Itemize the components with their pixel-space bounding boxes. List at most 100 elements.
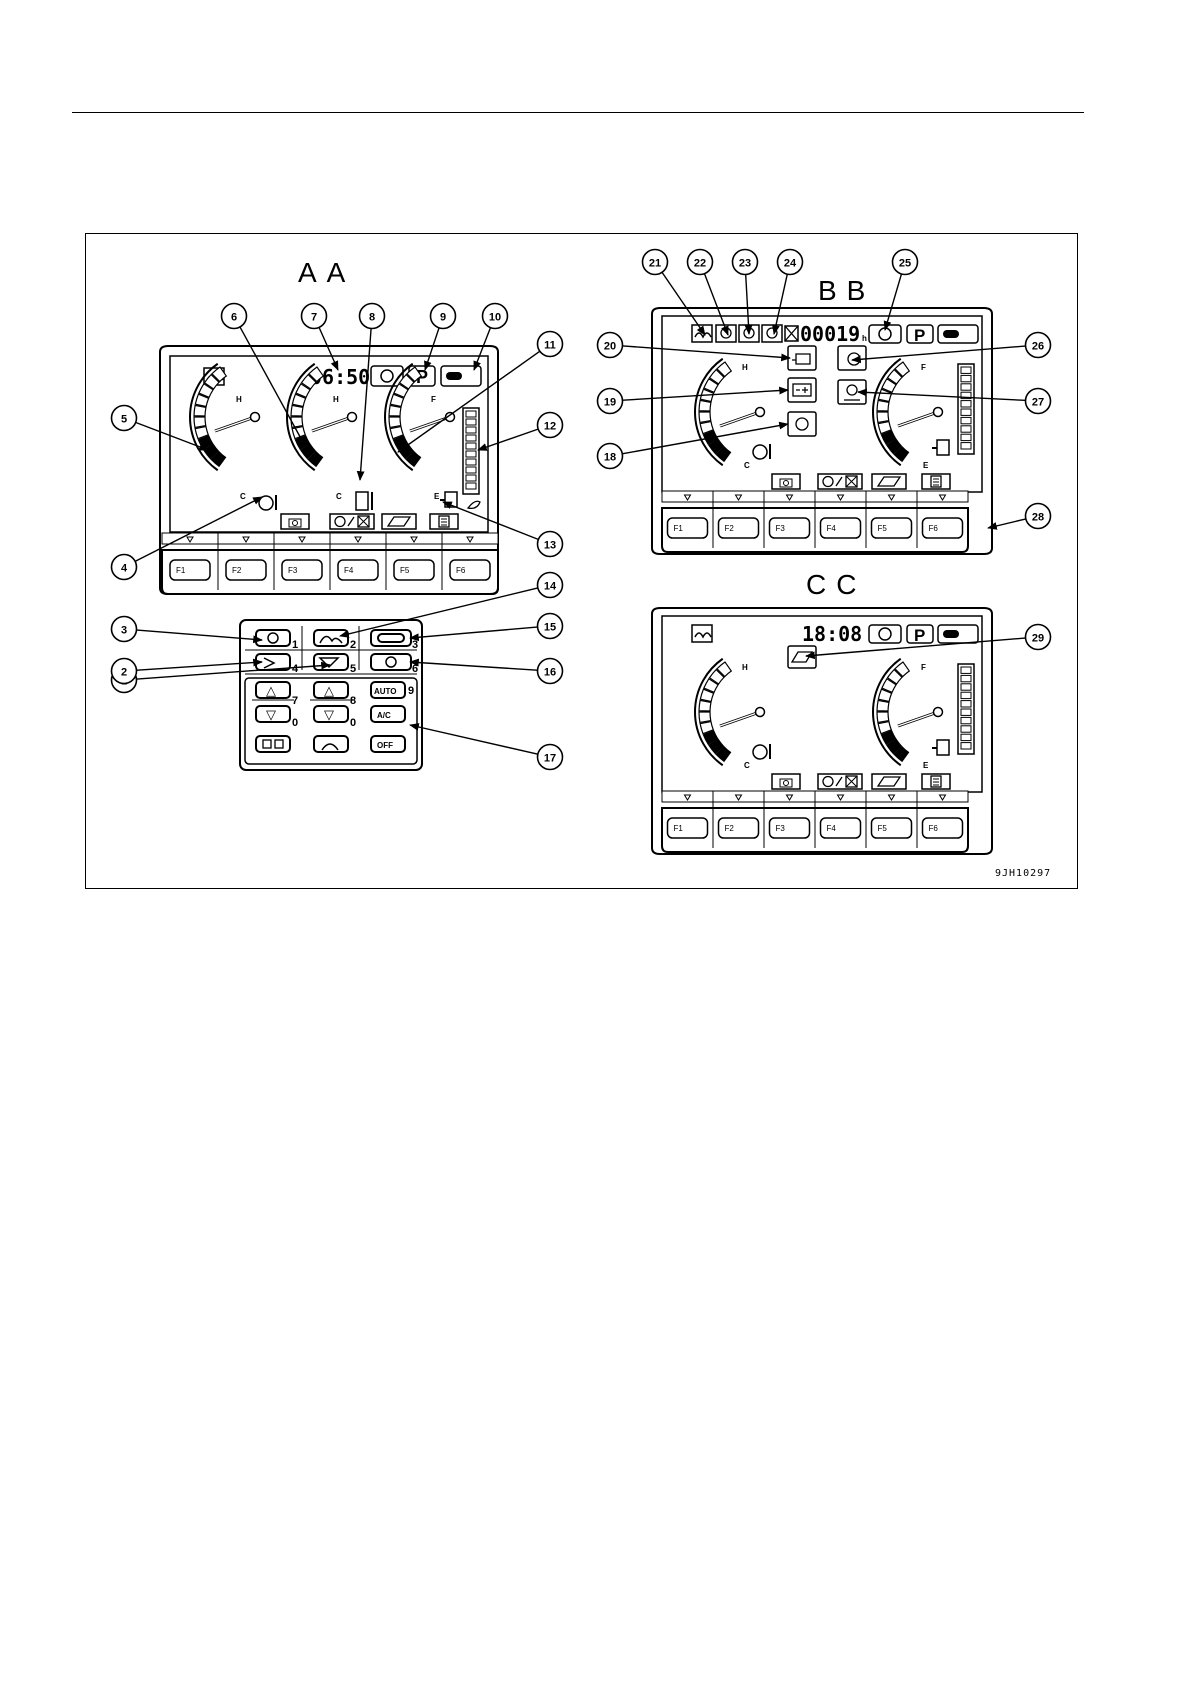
- working-mode-switch[interactable]: [314, 630, 348, 646]
- gauge-segment: [389, 417, 401, 427]
- gauge-segment: [877, 712, 889, 722]
- function-key-f1[interactable]: F1: [668, 818, 708, 838]
- function-key-f6[interactable]: F6: [923, 818, 963, 838]
- function-key-f3[interactable]: F3: [770, 518, 810, 538]
- hour-unit: h: [862, 334, 867, 343]
- switch-num-9: 9: [408, 685, 414, 697]
- maintenance-icon: [872, 474, 906, 489]
- function-key-label: F5: [878, 824, 888, 833]
- function-key-label: F6: [929, 524, 939, 533]
- menu-icon: [922, 474, 950, 489]
- callout-number: 6: [231, 312, 237, 324]
- switch-num-7: 7: [292, 695, 298, 707]
- clock-hourmeter-icon: [818, 474, 862, 489]
- gauge-segment: [699, 412, 711, 422]
- auto-decel-icon-cc: [869, 625, 901, 643]
- clock-hourmeter-icon: [330, 514, 374, 529]
- fan-speed-down-button[interactable]: ▽: [256, 706, 290, 722]
- callout-number: 10: [489, 312, 501, 324]
- radiator-coolant-level-icon: [838, 346, 866, 370]
- ac-label: A/C: [377, 711, 391, 720]
- callout-number: 20: [604, 341, 616, 353]
- callout-number: 13: [544, 540, 556, 552]
- power-mode-label-cc: P: [914, 626, 925, 645]
- auto-button[interactable]: AUTO: [371, 682, 405, 698]
- function-key-label: F2: [725, 824, 735, 833]
- fuel-bar-segment: [466, 467, 476, 473]
- clock-hourmeter-icon: [818, 774, 862, 789]
- preheat-icon-cc: [692, 625, 712, 642]
- callout-number: 21: [649, 258, 661, 270]
- callout-number: 2: [121, 667, 127, 679]
- function-key-label: F1: [674, 524, 684, 533]
- callout-number: 18: [604, 452, 616, 464]
- vent-mode-button[interactable]: [314, 736, 348, 752]
- gauge-segment: [699, 400, 711, 411]
- menu-icon: [430, 514, 458, 529]
- ac-button[interactable]: A/C: [371, 706, 405, 722]
- function-key-f6[interactable]: F6: [450, 560, 490, 580]
- callout-number: 8: [369, 312, 375, 324]
- callout-number: 16: [544, 667, 556, 679]
- fuel-bar-segment: [961, 409, 971, 415]
- gauge-pivot: [348, 413, 357, 422]
- callout-number: 22: [694, 258, 706, 270]
- power-mode-label-bb: P: [914, 326, 925, 345]
- fuel-bar-segment: [961, 709, 971, 715]
- fuel-consumption-bar-cc: [958, 664, 974, 754]
- function-key-f5[interactable]: F5: [872, 518, 912, 538]
- travel-speed-icon-cc: [938, 625, 978, 643]
- function-key-f1[interactable]: F1: [668, 518, 708, 538]
- oil-temp-cold-label: C: [336, 492, 342, 501]
- fuel-bar-segment: [961, 675, 971, 681]
- function-key-f2[interactable]: F2: [226, 560, 266, 580]
- fan-down-label: ▽: [266, 707, 276, 722]
- gauge-pivot: [251, 413, 260, 422]
- fan-speed-up-button[interactable]: △: [256, 682, 290, 698]
- callout-number: 24: [784, 258, 797, 270]
- maintenance-interval-icon: [788, 646, 816, 668]
- guidance-icons-cc: [772, 774, 950, 789]
- function-key-f1[interactable]: F1: [170, 560, 210, 580]
- function-key-f5[interactable]: F5: [872, 818, 912, 838]
- function-key-f4[interactable]: F4: [821, 818, 861, 838]
- fuel-consumption-bar: [463, 408, 479, 494]
- callout-16: 16: [410, 659, 563, 684]
- function-key-f4[interactable]: F4: [338, 560, 378, 580]
- callout-number: 7: [311, 312, 317, 324]
- bb-full-label: F: [921, 363, 926, 372]
- temp-down-button[interactable]: ▽: [314, 706, 348, 722]
- function-key-f4[interactable]: F4: [821, 518, 861, 538]
- function-key-f2[interactable]: F2: [719, 818, 759, 838]
- function-key-f5[interactable]: F5: [394, 560, 434, 580]
- window-washer-switch[interactable]: [371, 654, 411, 670]
- off-button[interactable]: OFF: [371, 736, 405, 752]
- callout-number: 27: [1032, 397, 1044, 409]
- oil-temp-hot-label: H: [333, 395, 339, 404]
- travel-speed-switch[interactable]: [371, 630, 411, 646]
- gauge-segment: [877, 412, 889, 422]
- function-key-f3[interactable]: F3: [282, 560, 322, 580]
- fuel-bar-segment: [961, 734, 971, 740]
- wiper-switch[interactable]: [314, 654, 348, 670]
- callout-number: 28: [1032, 512, 1044, 524]
- travel-speed-icon-bb: [938, 325, 978, 343]
- function-key-f3[interactable]: F3: [770, 818, 810, 838]
- fuel-bar-segment: [961, 692, 971, 698]
- auto-decelerator-switch[interactable]: [256, 630, 290, 646]
- guidance-icons-bb: [772, 474, 950, 489]
- switch-num-0b: 0: [350, 717, 356, 729]
- switch-num-0a: 0: [292, 717, 298, 729]
- function-key-f2[interactable]: F2: [719, 518, 759, 538]
- temp-up-button[interactable]: △: [314, 682, 348, 698]
- function-key-label: F3: [776, 524, 786, 533]
- function-key-label: F3: [776, 824, 786, 833]
- fuel-bar-segment: [961, 684, 971, 690]
- fresh-recirc-button[interactable]: [256, 736, 290, 752]
- monitor-aa: 06:50 P H C H C F E: [160, 346, 498, 594]
- camera-icon: [772, 474, 800, 489]
- function-key-f6[interactable]: F6: [923, 518, 963, 538]
- maintenance-icon: [382, 514, 416, 529]
- fuel-bar-segment: [466, 411, 476, 417]
